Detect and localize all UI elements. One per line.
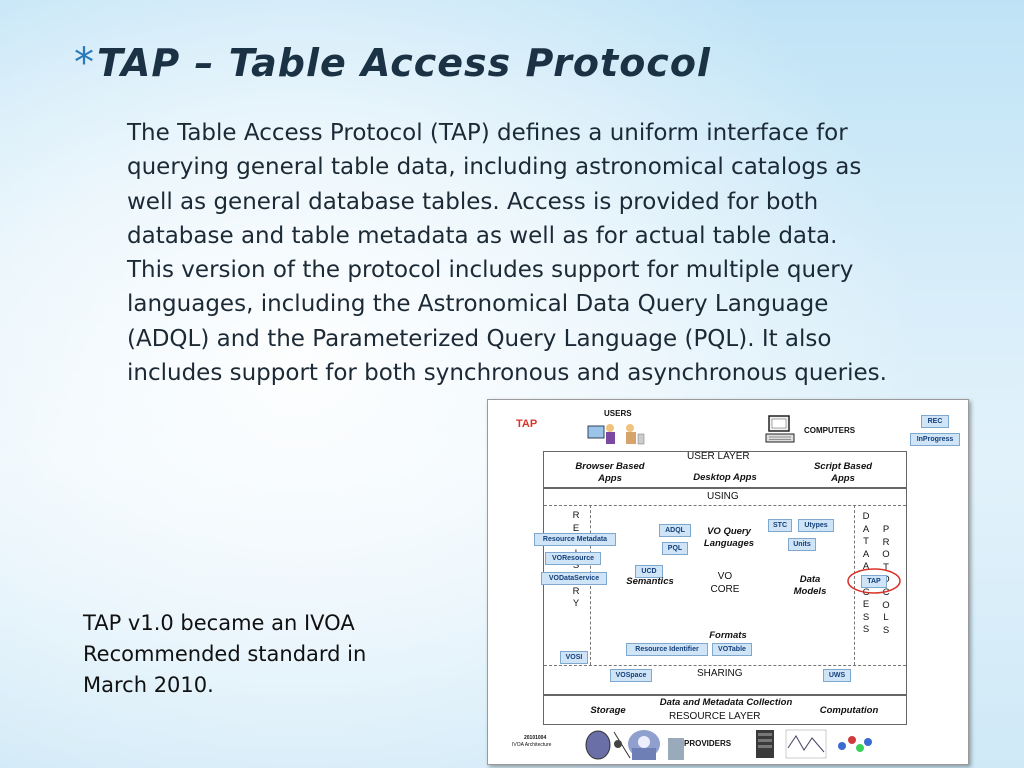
registry-letter: R [572,510,580,521]
body-line: includes support for both synchronous an… [127,360,887,387]
body-line: well as general database tables. Access … [127,188,819,215]
desktop-apps-label: Desktop Apps [693,472,757,483]
title-text: TAP – Table Access Protocol [97,41,711,85]
registry-letter: E [572,522,580,534]
providers-icon [756,729,872,759]
vo-query-languages-label: VO Query Languages [703,526,755,549]
protocols-letter: O [882,549,890,561]
chip-tap: TAP [861,575,887,588]
data-metadata-collection-label: Data and Metadata Collection [659,697,793,708]
chip-resource-identifier: Resource Identifier [626,643,708,656]
data-access-letter: S [862,611,870,623]
protocols-letter: P [882,524,890,535]
resource-layer-label: RESOURCE LAYER [669,711,761,722]
registry-letter: Y [572,598,580,610]
note-line: TAP v1.0 became an IVOA [83,611,355,635]
semantics-label: Semantics [626,576,674,587]
body-line: querying general table data, including a… [127,154,862,181]
data-access-letter: E [862,599,870,611]
chip-voresource: VOResource [545,552,601,565]
note-line: Recommended standard in [83,642,367,666]
protocols-letter: T [883,561,889,573]
ivoa-architecture-diagram: TAP USERS COMPUTERS REC InProgress USER … [487,399,969,765]
body-line: database and table metadata as well as f… [127,222,838,249]
chip-stc: STC [768,519,792,532]
chip-uws: UWS [823,669,851,682]
chip-vodataservice: VODataService [541,572,607,585]
protocols-letter: O [882,599,890,611]
legend-rec: REC [921,415,949,428]
body-line: This version of the protocol includes su… [127,257,854,284]
resource-layer-box [543,695,907,725]
tap-highlight-ring [847,568,901,594]
chip-adql: ADQL [659,524,691,537]
sharing-label: SHARING [697,668,743,679]
using-label: USING [707,491,739,502]
users-label: USERS [604,409,632,418]
protocols-letter: R [882,536,890,548]
slide-title: *TAP – Table Access Protocol [74,40,711,86]
users-icon [587,424,645,445]
script-apps-label: Script Based Apps [813,461,873,484]
legend-inprogress: InProgress [910,433,960,446]
chip-vosi: VOSI [560,651,588,664]
registry-divider [590,505,591,665]
side-note: TAP v1.0 became an IVOA Recommended stan… [83,608,366,701]
sharing-divider [544,665,906,666]
storage-label: Storage [590,705,626,716]
protocols-letter: L [883,612,889,624]
computation-label: Computation [819,705,879,716]
data-access-letter: S [862,624,870,636]
chip-utypes: Utypes [798,519,834,532]
title-bullet-icon: * [74,40,95,86]
data-access-letter: A [862,523,870,535]
chip-ucd: UCD [635,565,663,578]
providers-label: PROVIDERS [684,739,732,748]
vo-core-label: VO CORE [710,571,740,595]
computers-label: COMPUTERS [804,426,856,435]
browser-apps-label: Browser Based Apps [575,461,645,484]
chip-votable: VOTable [712,643,752,656]
data-access-letter: A [862,548,870,560]
core-region-box [543,488,907,695]
note-line: March 2010. [83,673,214,697]
telescope-icon [585,730,684,760]
computer-icon [765,415,795,443]
footer-caption: IVOA Architecture [512,742,552,748]
registry-letter: R [572,585,580,597]
chip-units: Units [788,538,816,551]
using-divider [544,505,906,506]
body-line: languages, including the Astronomical Da… [127,291,829,318]
registry-letter: S [572,560,580,572]
data-access-letter: A [862,561,870,573]
protocols-letter: C [882,586,890,598]
data-access-letter: D [862,511,870,522]
chip-vospace: VOSpace [610,669,652,682]
chip-resource-metadata: Resource Metadata [534,533,616,546]
protocols-divider [854,505,855,665]
chip-pql: PQL [662,542,688,555]
protocols-letter: S [882,624,890,636]
footer-date: 20101004 [524,735,547,741]
diagram-tap-label: TAP [516,418,538,430]
data-models-label: Data Models [793,574,827,597]
body-line: (ADQL) and the Parameterized Query Langu… [127,325,832,352]
formats-label: Formats [709,630,747,641]
body-line: The Table Access Protocol (TAP) defines … [127,120,848,146]
data-access-letter: T [863,536,869,548]
user-layer-label: USER LAYER [687,451,750,462]
user-layer-box [543,451,907,488]
body-paragraph: The Table Access Protocol (TAP) defines … [127,116,987,390]
